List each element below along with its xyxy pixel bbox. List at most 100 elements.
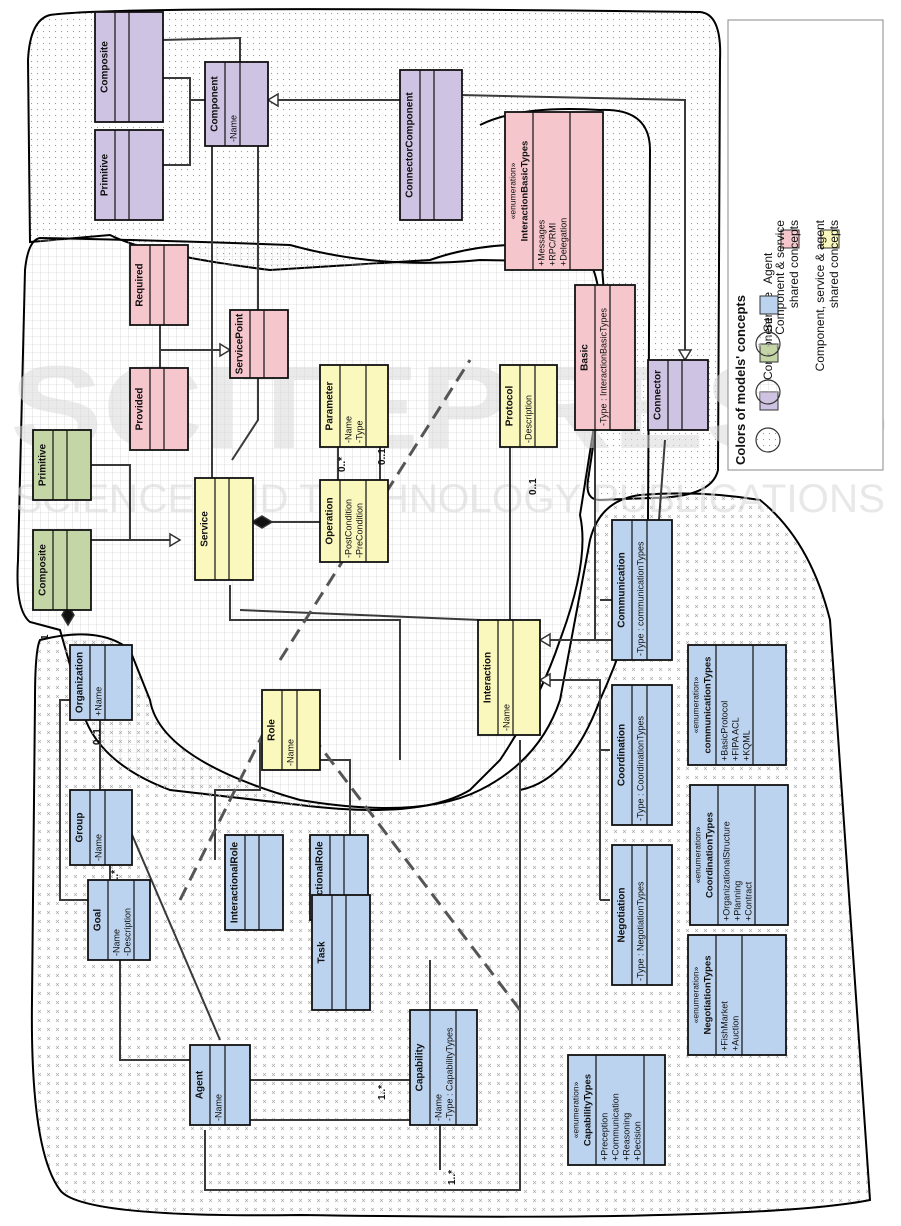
class-attribute: +OrganizationalStructure: [721, 821, 731, 921]
class-attribute: +Preception: [599, 1113, 609, 1161]
class-name: NegotiationTypes: [703, 956, 714, 1035]
class-attribute: -Type : NegotiationTypes: [635, 881, 645, 981]
class-required: Required: [129, 244, 189, 326]
class-name: Service: [200, 511, 211, 547]
class-box: [647, 359, 709, 431]
class-name: Capability: [415, 1043, 426, 1091]
line-servicepoint-service: [231, 375, 259, 461]
class-box: [689, 784, 789, 926]
class-coordination-types: «enumeration»CoordinationTypes +Organizat…: [689, 784, 789, 926]
multiplicity-label: 1..*: [447, 1170, 458, 1185]
class-name: Primitive: [100, 153, 111, 196]
class-name: communicationTypes: [703, 657, 714, 754]
multiplicity-label: 1: [40, 634, 51, 640]
class-box: [687, 934, 787, 1056]
class-name: Provided: [135, 388, 146, 431]
class-stereotype: «enumeration»: [692, 826, 702, 883]
class-negotiation: Negotiation-Type : NegotiationTypes: [611, 844, 673, 986]
class-name: Parameter: [325, 381, 336, 430]
class-name: CapabilityTypes: [583, 1074, 594, 1146]
class-box: [319, 364, 389, 448]
class-interaction-basic-types: «enumeration»InteractionBasicTypes+Messa…: [504, 111, 604, 271]
class-task: Task: [311, 894, 371, 1011]
class-box: [194, 477, 254, 581]
class-box: [69, 644, 133, 721]
class-box: [409, 1009, 478, 1126]
legend-shared-label: shared concepts: [827, 220, 841, 308]
class-box: [32, 429, 92, 501]
class-name: CoordinationTypes: [705, 812, 716, 898]
class-box: [32, 529, 92, 611]
class-coordination: Coordination-Type : CoordinationTypes: [611, 684, 673, 826]
multiplicity-label: 0..1: [528, 478, 539, 495]
class-attribute: -Name: [433, 1094, 443, 1121]
composition-diamond-service: [250, 515, 274, 529]
class-attribute: +KQML: [741, 730, 751, 761]
class-connector-component: ConnectorComponent: [399, 69, 463, 221]
class-attribute: +RPC/RMI: [547, 223, 557, 266]
class-organization: Organization +Name: [69, 644, 133, 721]
class-attribute: +Messages: [536, 219, 546, 266]
class-name: Interaction: [483, 652, 494, 703]
class-name: Group: [75, 813, 86, 843]
multiplicity-label: 0..1: [377, 448, 388, 465]
class-communication: Communication -Type : communicationTypes: [611, 519, 673, 661]
class-attribute: +Decision: [632, 1121, 642, 1161]
class-name: Connector: [653, 370, 664, 420]
class-name: Goal: [93, 909, 104, 931]
line-composite-gen: [155, 77, 205, 101]
arrow-generalization-interaction: [538, 632, 551, 648]
class-box: [261, 689, 321, 771]
class-attribute: +Auction: [730, 1016, 740, 1051]
watermark-small: SCIENCE AND TECHNOLOGY PUBLICATIONS: [15, 477, 885, 521]
class-name: Basic: [580, 344, 591, 371]
class-attribute: -Type : CapabilityTypes: [444, 1027, 454, 1121]
line-org-goal: [59, 699, 88, 901]
line-primitive-service: [90, 464, 131, 540]
class-agent: Agent-Name: [189, 1044, 251, 1126]
dashed-agent-role: [178, 719, 272, 901]
multiplicity-label: 0..1: [92, 728, 103, 745]
class-attribute: +Contract: [743, 881, 753, 921]
class-attribute: -Name: [228, 115, 238, 142]
class-box: [574, 284, 636, 431]
legend-shared-label: Component & service: [773, 220, 787, 335]
class-name: InteractionalRole: [230, 842, 241, 924]
class-name: Protocol: [505, 386, 516, 427]
class-box: [311, 894, 371, 1011]
class-box: [69, 789, 133, 866]
class-attribute: +Name: [93, 687, 103, 716]
class-stereotype: «enumeration»: [570, 1081, 580, 1138]
line-role-interactionalrole: [214, 740, 261, 860]
class-stereotype: «enumeration»: [507, 162, 517, 219]
class-service: Service: [194, 477, 254, 581]
class-box: [611, 844, 673, 986]
class-box: [477, 619, 541, 736]
class-attribute: -PostCondition: [343, 499, 353, 558]
class-name: Operation: [325, 497, 336, 544]
line-connectorcomp-connector: [459, 94, 686, 360]
class-name: Primitive: [38, 443, 49, 486]
class-name: Task: [317, 941, 328, 963]
class-name: Organization: [75, 652, 86, 713]
class-role: Role-Name: [261, 689, 321, 771]
class-box: [189, 1044, 251, 1126]
legend-item-label: Agent: [761, 252, 775, 284]
class-box: [687, 644, 787, 766]
class-box: [567, 1054, 666, 1166]
class-connector: Connector: [647, 359, 709, 431]
class-name: Communication: [617, 552, 628, 628]
class-protocol: Protocol-Description: [499, 364, 558, 448]
class-attribute: +Reasoning: [621, 1113, 631, 1161]
class-name: Composite: [38, 544, 49, 596]
class-operation: Operation-PostCondition-PreCondition: [319, 479, 389, 563]
legend-box: [727, 19, 884, 471]
legend-color-swatch: [759, 295, 779, 315]
class-attribute: -Type : communicationTypes: [635, 541, 645, 656]
class-box: [504, 111, 604, 271]
class-box: [499, 364, 558, 448]
arrow-generalization-servicepoint: [219, 342, 232, 358]
class-stereotype: «enumeration»: [690, 676, 700, 733]
